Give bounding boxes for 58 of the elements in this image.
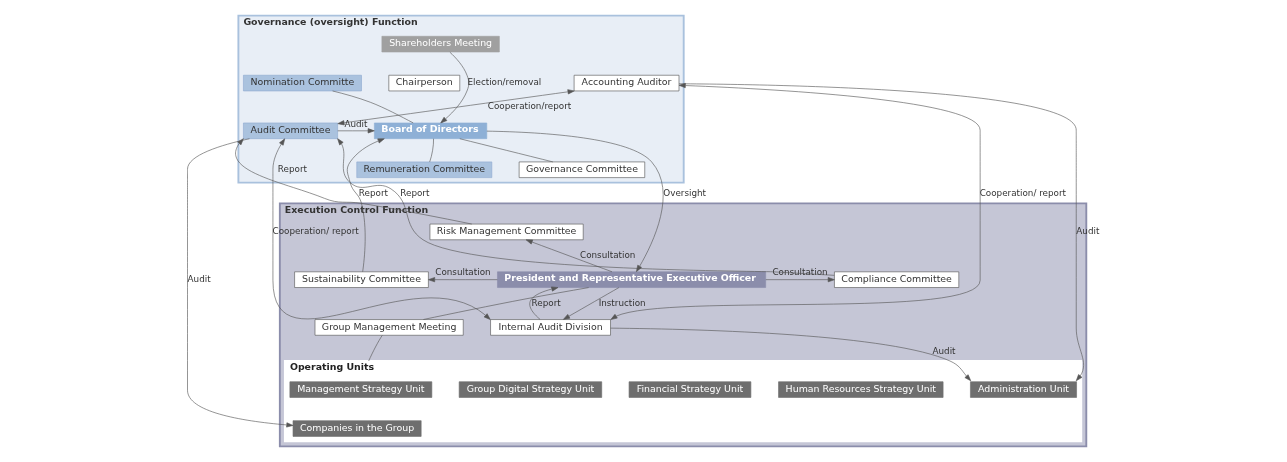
arrow [346, 138, 385, 273]
connector [459, 138, 554, 163]
edge-label: Report [358, 187, 388, 198]
edge-label: Cooperation/ report [979, 187, 1066, 198]
arrow [337, 138, 835, 276]
arrow [337, 128, 375, 134]
edge-label: Report [531, 297, 561, 308]
arrow [678, 83, 1084, 382]
node-box: Compliance Committee [834, 271, 960, 288]
arrow [337, 89, 575, 126]
arrow [610, 83, 981, 320]
edge-label: Election/removal [467, 77, 542, 88]
arrow [765, 277, 835, 283]
edge-label: Audit [344, 118, 368, 129]
node-box: Nomination Committe [243, 74, 362, 92]
arrow [440, 51, 470, 124]
node-box: Chairperson [388, 74, 461, 92]
arrow [187, 138, 294, 428]
node-box: Shareholders Meeting [381, 35, 500, 53]
node-box: President and Representative Executive Officer [497, 271, 766, 288]
node-box: Sustainability Committee [294, 271, 429, 288]
node-box: Companies in the Group [292, 420, 422, 437]
edge-label: Oversight [663, 187, 706, 198]
connector [368, 334, 383, 362]
edge-label: Report [400, 187, 430, 198]
arrow [235, 138, 473, 225]
connector [423, 287, 589, 320]
node-box: Board of Directors [374, 122, 488, 139]
node-box: Governance Committee [518, 161, 646, 178]
edge-label: Instruction [598, 297, 646, 308]
arrow [563, 287, 620, 320]
node-box: Human Resources Strategy Unit [778, 381, 944, 398]
node-box: Remuneration Committee [356, 161, 493, 178]
arrow [428, 277, 498, 283]
node-box: Administration Unit [970, 381, 1077, 398]
node-box: Financial Strategy Unit [628, 381, 752, 398]
connector [332, 90, 414, 124]
arrow [529, 286, 559, 320]
node-box: Audit Committee [243, 122, 338, 139]
edge-label: Cooperation/ report [272, 226, 359, 237]
node-box: Management Strategy Unit [289, 381, 433, 398]
edge-label: Report [277, 164, 307, 175]
edge-label: Audit [187, 274, 211, 284]
node-box: Internal Audit Division [490, 319, 611, 336]
node-box: Group Digital Strategy Unit [458, 381, 603, 398]
edge-label: Consultation [580, 250, 636, 261]
node-box: Group Management Meeting [314, 319, 464, 336]
arrow [525, 239, 613, 273]
arrow [486, 130, 664, 272]
edge-label: Consultation [435, 267, 491, 278]
edge-label: Audit [1076, 226, 1100, 237]
node-box: Accounting Auditor [573, 74, 680, 92]
edge-label: Audit [932, 345, 956, 356]
node-box: Risk Management Committee [429, 223, 584, 241]
connector [429, 138, 434, 163]
edge-label: Cooperation/report [487, 101, 572, 112]
arrow [610, 327, 972, 382]
edge-label: Consultation [772, 267, 828, 278]
